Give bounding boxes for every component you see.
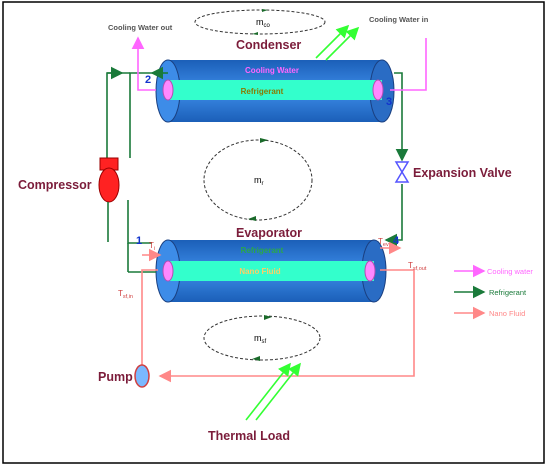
cooling-water-out-label: Cooling Water out — [108, 23, 173, 32]
legend-label-refrigerant: Refrigerant — [489, 288, 527, 297]
loop-m-co — [194, 9, 326, 35]
evaporator-inner-label: Nano Fluid — [239, 267, 280, 276]
state-point-2: 2 — [145, 74, 151, 86]
expansion-valve-title: Expansion Valve — [413, 166, 512, 180]
pump-title: Pump — [98, 370, 133, 384]
t-i-label: Ti — [149, 241, 155, 252]
condenser-title: Condenser — [236, 38, 301, 52]
t-sf-out-label: Tsf,out — [408, 261, 427, 272]
m-sf-symbol: msf — [254, 333, 267, 345]
evaporator-tube — [155, 239, 387, 303]
legend: Cooling water Refrigerant Nano Fluid — [454, 264, 533, 320]
cooling-water-line — [131, 36, 427, 91]
compressor-title: Compressor — [18, 178, 92, 192]
cooling-water-in-label: Cooling Water in — [369, 15, 429, 24]
condenser-inner-label: Refrigerant — [241, 87, 284, 96]
legend-label-nano: Nano Fluid — [489, 309, 525, 318]
state-point-3: 3 — [386, 96, 392, 108]
legend-label-cooling: Cooling water — [487, 267, 533, 276]
state-point-4: 4 — [393, 235, 400, 247]
m-co-symbol: mco — [256, 17, 271, 29]
expansion-valve-icon — [394, 161, 410, 183]
state-point-1: 1 — [136, 235, 142, 247]
evaporator-outer-label: Refrigerant — [241, 246, 284, 255]
loop-m-sf — [203, 315, 321, 361]
condenser-heat-arrows — [315, 24, 360, 61]
t-sf-in-label: Tsf,in — [118, 289, 133, 300]
thermal-load-title: Thermal Load — [208, 429, 290, 443]
refrigerant-line — [106, 66, 409, 273]
evaporator-title: Evaporator — [236, 226, 302, 240]
pump-icon — [134, 364, 150, 388]
condenser-outer-label: Cooling Water — [245, 66, 299, 75]
m-r-symbol: mr — [254, 175, 264, 187]
compressor-icon — [98, 157, 120, 203]
condenser-tube — [155, 59, 395, 123]
t-ev-label: Tev — [378, 237, 389, 248]
loop-m-r — [203, 138, 313, 221]
thermal-load-arrows — [245, 362, 301, 421]
